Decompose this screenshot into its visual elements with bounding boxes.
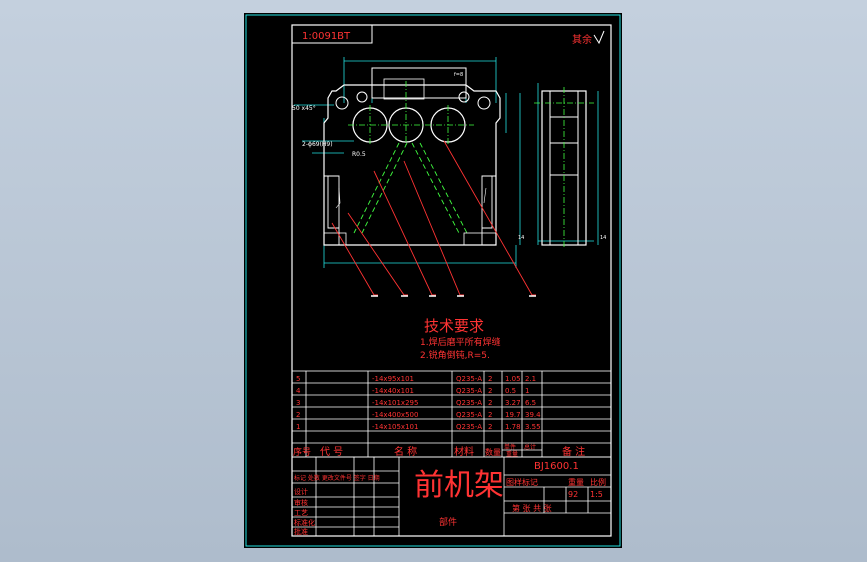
tech-req-line2: 2.锐角倒钝,R=5. <box>420 349 490 361</box>
drawing-sheet: 1:0091BT 其余 50 x45° 2-ϕ69(H9) R0.5 f=8 <box>244 13 622 548</box>
drawing-no-box <box>291 24 373 44</box>
svg-text:14: 14 <box>600 235 606 241</box>
parts-row-spec: -14x105x101 <box>372 423 418 431</box>
parts-row-qty: 2 <box>488 411 492 419</box>
front-view: 50 x45° 2-ϕ69(H9) R0.5 f=8 <box>292 57 521 268</box>
sign-row-label: 工艺 <box>294 509 308 517</box>
svg-text:14: 14 <box>518 235 524 241</box>
hdr-qty: 数量 <box>485 447 501 457</box>
parts-row-mat: Q235-A <box>456 399 482 407</box>
stage-label: 图样标记 <box>506 477 538 487</box>
parts-row-spec: -14x101x295 <box>372 399 418 407</box>
parts-row-qty: 2 <box>488 423 492 431</box>
roughness-symbol <box>593 30 605 45</box>
parts-row-w1: 19.7 <box>505 411 521 419</box>
parts-row-w2: 1 <box>525 387 529 395</box>
tech-req-title: 技术要求 <box>424 317 484 335</box>
parts-row-no: 3 <box>296 399 300 407</box>
svg-text:2-ϕ69(H9): 2-ϕ69(H9) <box>302 141 333 148</box>
parts-row-mat: Q235-A <box>456 387 482 395</box>
parts-row-qty: 2 <box>488 375 492 383</box>
hdr-remark: 备 注 <box>562 445 585 458</box>
parts-header: 序号 代 号 名 称 材料 数量 单件 总计 重量 备 注 <box>293 443 585 458</box>
side-view: 14 14 <box>518 83 606 249</box>
parts-row-w1: 3.27 <box>505 399 521 407</box>
parts-row-spec: -14x400x500 <box>372 411 418 419</box>
parts-row-w2: 6.5 <box>525 399 536 407</box>
drawing-no-text: 1:0091BT <box>302 31 351 42</box>
weight-value: 92 <box>568 490 578 499</box>
sign-row-label: 批准 <box>294 527 308 536</box>
parts-row-w2: 39.4 <box>525 411 541 419</box>
parts-row-spec: -14x95x101 <box>372 375 414 383</box>
hdr-weight: 重量 <box>506 450 518 458</box>
svg-text:f=8: f=8 <box>454 72 463 78</box>
scale-label: 比例 <box>590 477 606 487</box>
parts-row-w1: 1.05 <box>505 375 521 383</box>
drawing-type: 部件 <box>439 516 457 528</box>
parts-row-w1: 0.5 <box>505 387 516 395</box>
scale-value: 1:5 <box>590 490 603 499</box>
hdr-name: 名 称 <box>394 445 417 458</box>
hdr-w-single: 单件 <box>504 443 516 451</box>
outer-frame <box>245 14 621 547</box>
sign-row-label: 标准化 <box>294 518 315 527</box>
parts-row-qty: 2 <box>488 399 492 407</box>
leader-lines <box>331 140 536 296</box>
cad-drawing: 1:0091BT 其余 50 x45° 2-ϕ69(H9) R0.5 f=8 <box>245 14 621 547</box>
parts-row-w2: 3.55 <box>525 423 541 431</box>
parts-row-mat: Q235-A <box>456 411 482 419</box>
sign-row-label: 审核 <box>294 498 308 507</box>
parts-row-w1: 1.78 <box>505 423 521 431</box>
parts-row-mat: Q235-A <box>456 423 482 431</box>
parts-row-mat: Q235-A <box>456 375 482 383</box>
hdr-mat: 材料 <box>454 445 474 458</box>
parts-row-no: 5 <box>296 375 300 383</box>
weight-label: 重量 <box>568 477 584 487</box>
tech-req-line1: 1.焊后磨平所有焊缝 <box>420 336 501 348</box>
svg-text:50 x45°: 50 x45° <box>292 105 316 112</box>
part-name: 前机架 <box>414 468 504 503</box>
parts-row-no: 1 <box>296 423 300 431</box>
hdr-no: 序号 <box>293 446 311 458</box>
hdr-w-total: 总计 <box>524 443 536 451</box>
parts-row-qty: 2 <box>488 387 492 395</box>
svg-text:R0.5: R0.5 <box>352 151 366 158</box>
roughness-note: 其余 <box>572 33 592 46</box>
hdr-code: 代 号 <box>320 446 343 458</box>
sign-row-label: 标记 处数 更改文件号 签字 日期 <box>294 474 380 482</box>
drawing-code: BJ1600.1 <box>534 461 579 472</box>
parts-row-spec: -14x40x101 <box>372 387 414 395</box>
parts-list <box>291 370 612 458</box>
sign-row-label: 设计 <box>294 487 308 496</box>
title-block <box>291 456 612 537</box>
inner-frame <box>291 24 612 537</box>
parts-row-no: 2 <box>296 411 300 419</box>
parts-row-w2: 2.1 <box>525 375 536 383</box>
sheet-count: 第 张 共 张 <box>512 503 552 513</box>
parts-row-no: 4 <box>296 387 301 395</box>
